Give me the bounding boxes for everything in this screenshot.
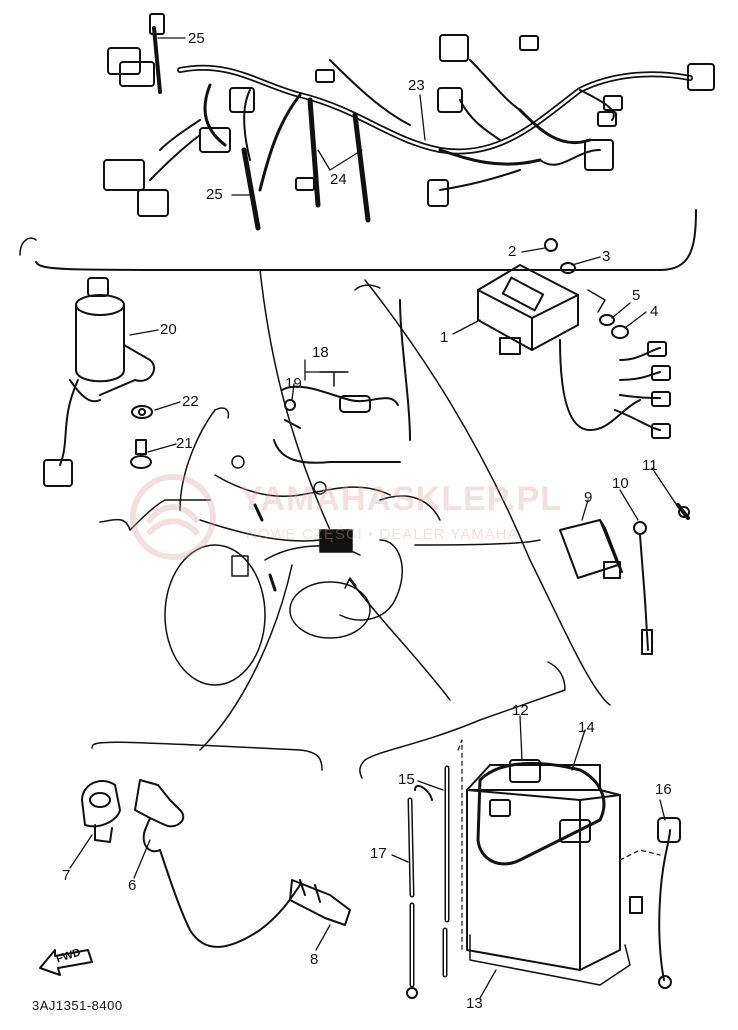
callout-15: 15 [398, 771, 415, 788]
ecu-unit [477, 238, 671, 439]
callout-17: 17 [370, 845, 387, 862]
fwd-arrow [39, 949, 93, 976]
callout-14: 14 [578, 719, 595, 736]
callout-24: 24 [330, 171, 347, 188]
callout-7: 7 [62, 867, 71, 884]
callout-4: 4 [650, 303, 659, 320]
callout-6: 6 [128, 877, 137, 894]
callout-2: 2 [508, 243, 517, 260]
callout-12: 12 [512, 702, 529, 719]
diagram-code: 3AJ1351-8400 [32, 998, 123, 1013]
callout-5: 5 [632, 287, 641, 304]
ignition-switch [19, 237, 155, 487]
battery-assembly [406, 739, 681, 999]
ignition-coil-group [81, 779, 351, 948]
relay-and-lead [559, 503, 690, 655]
callout-25a: 25 [188, 30, 205, 47]
callout-8: 8 [310, 951, 319, 968]
callout-18: 18 [312, 344, 329, 361]
callout-leaders [69, 37, 677, 999]
callout-25b: 25 [206, 186, 223, 203]
callout-11: 11 [642, 457, 658, 474]
callout-13: 13 [466, 995, 483, 1012]
motorcycle-outline [164, 455, 441, 686]
callout-10: 10 [612, 475, 629, 492]
pointer-lines [91, 269, 611, 779]
callout-16: 16 [655, 781, 672, 798]
callout-1: 1 [440, 329, 449, 346]
callout-3: 3 [602, 248, 611, 265]
callout-21: 21 [176, 435, 193, 452]
wire-harness [35, 13, 715, 271]
callout-22: 22 [182, 393, 199, 410]
callout-23: 23 [408, 77, 425, 94]
callout-19: 19 [285, 375, 302, 392]
callout-9: 9 [584, 489, 593, 506]
callout-20: 20 [160, 321, 177, 338]
